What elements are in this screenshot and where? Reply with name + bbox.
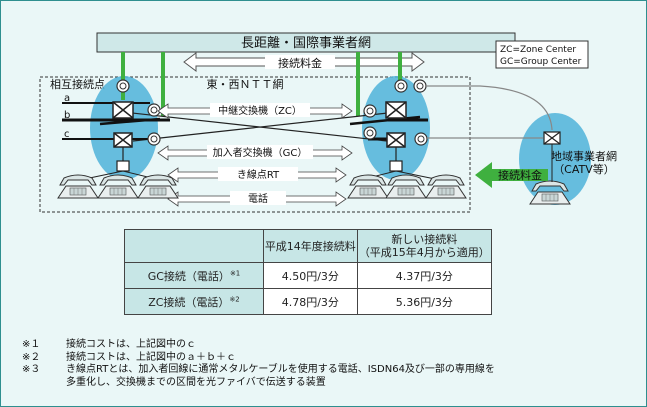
fee-side-label: 接続料金 — [498, 168, 542, 182]
ring-connector — [363, 126, 377, 140]
label-a: a — [64, 93, 70, 104]
regional-network-oval — [519, 113, 591, 205]
table-row: GC接続（電話）※1 4.50円/3分 4.37円/3分 — [124, 262, 493, 289]
footnote-text: 接続コストは、上記図中のｃ — [66, 339, 196, 350]
rt-box-right — [389, 160, 403, 172]
rt-label-arrow: き線点RT — [167, 167, 347, 183]
fee-top-label: 接続料金 — [278, 56, 322, 70]
footnote-mark: ※2 — [229, 294, 240, 303]
rt-label: き線点RT — [237, 168, 280, 181]
zc-switch-left — [112, 101, 134, 119]
legend-zc: ZC=Zone Center — [500, 45, 576, 55]
abbreviation-legend — [495, 40, 589, 69]
cell-current: 4.50円/3分 — [263, 262, 358, 289]
row-label: ZC接続（電話）※2 — [124, 288, 264, 315]
legend-gc: GC=Group Center — [500, 57, 582, 67]
telephone-icon — [425, 174, 467, 199]
label-c: c — [64, 129, 70, 140]
long-distance-network-label: 長距離・国際事業者網 — [241, 35, 371, 51]
regional-network-label: 地域事業者網 — [551, 149, 617, 163]
interconnection-fee-table: 平成14年度接続料 新しい接続料 （平成15年4月から適用） GC接続（電話）※… — [124, 229, 493, 315]
zc-switch-label-arrow: 中継交換機（ZC） — [157, 103, 353, 119]
row-label-text: ZC接続（電話） — [148, 295, 230, 309]
footnote-mark: ※1 — [229, 268, 241, 277]
row-label-text: GC接続（電話） — [147, 269, 230, 283]
footnote-mark: ※２ — [22, 351, 41, 363]
ring-connector — [414, 132, 428, 146]
col-header-new: 新しい接続料 （平成15年4月から適用） — [356, 229, 493, 263]
col-header-new-line2: （平成15年4月から適用） — [358, 246, 490, 259]
col-header-new-line1: 新しい接続料 — [391, 233, 458, 246]
phone-label: 電話 — [248, 192, 268, 205]
ring-connector — [116, 79, 130, 93]
ring-connector — [147, 132, 161, 146]
fee-arrow-side — [475, 162, 548, 188]
cell-current: 4.78円/3分 — [263, 288, 358, 315]
telephone-icon — [97, 174, 139, 199]
network-diagram: 長距離・国際事業者網 ZC=Zone Center GC=Group Cente… — [39, 32, 617, 213]
telephone-icon — [137, 174, 179, 199]
gc-switch-right — [386, 132, 406, 148]
regional-network-sublabel: （CATV等） — [553, 162, 615, 176]
row-label: GC接続（電話）※1 — [124, 262, 264, 289]
table-row: ZC接続（電話）※2 4.78円/3分 5.36円/3分 — [124, 288, 493, 315]
zc-switch-right — [385, 101, 407, 119]
ring-connector — [363, 104, 377, 118]
cell-new: 5.36円/3分 — [356, 288, 493, 315]
label-b: b — [64, 110, 70, 121]
footnote: 多重化し、交換機までの区間を光ファイバで伝送する装置 — [22, 377, 626, 390]
rt-box-left — [116, 160, 130, 172]
col-header-current: 平成14年度接続料 — [263, 229, 358, 263]
ring-connector — [394, 79, 408, 93]
footnote: ※３ き線点RTとは、加入者回線に通常メタルケーブルを使用する電話、ISDN64及… — [22, 364, 626, 377]
footnote: ※１ 接続コストは、上記図中のｃ — [22, 339, 626, 352]
ntt-network-label: 東・西ＮＴＴ網 — [207, 77, 284, 91]
zc-switch-label: 中継交換機（ZC） — [218, 104, 302, 117]
footnote-text: き線点RTとは、加入者回線に通常メタルケーブルを使用する電話、ISDN64及び一… — [66, 364, 495, 375]
footnote: ※２ 接続コストは、上記図中のａ＋ｂ＋ｃ — [22, 352, 626, 365]
footnote-mark — [22, 377, 66, 390]
cell-new: 4.37円/3分 — [356, 262, 493, 289]
table-corner — [124, 229, 264, 263]
phone-label-arrow: 電話 — [167, 191, 347, 207]
ring-connector — [147, 103, 161, 117]
footnotes: ※１ 接続コストは、上記図中のｃ ※２ 接続コストは、上記図中のａ＋ｂ＋ｃ ※３ き線… — [22, 339, 626, 389]
ring-connector — [413, 79, 427, 93]
gc-switch-left — [113, 132, 133, 148]
regional-switch — [543, 131, 561, 145]
interconnection-oval-right — [362, 76, 430, 180]
footnote-text: 多重化し、交換機までの区間を光ファイバで伝送する装置 — [66, 376, 326, 388]
footnote-text: 接続コストは、上記図中のａ＋ｂ＋ｃ — [66, 351, 236, 363]
telephone-icon — [385, 174, 427, 199]
gc-switch-label-arrow: 加入者交換機（GC） — [157, 145, 353, 161]
telephone-icon — [57, 174, 99, 199]
ntt-network-area — [39, 76, 471, 213]
gc-switch-label: 加入者交換機（GC） — [213, 146, 308, 159]
footnote-mark: ※１ — [22, 339, 41, 350]
telephone-icon — [347, 174, 389, 199]
footnote-mark: ※３ — [22, 364, 41, 375]
interconnection-point-label: 相互接続点 — [50, 77, 105, 91]
